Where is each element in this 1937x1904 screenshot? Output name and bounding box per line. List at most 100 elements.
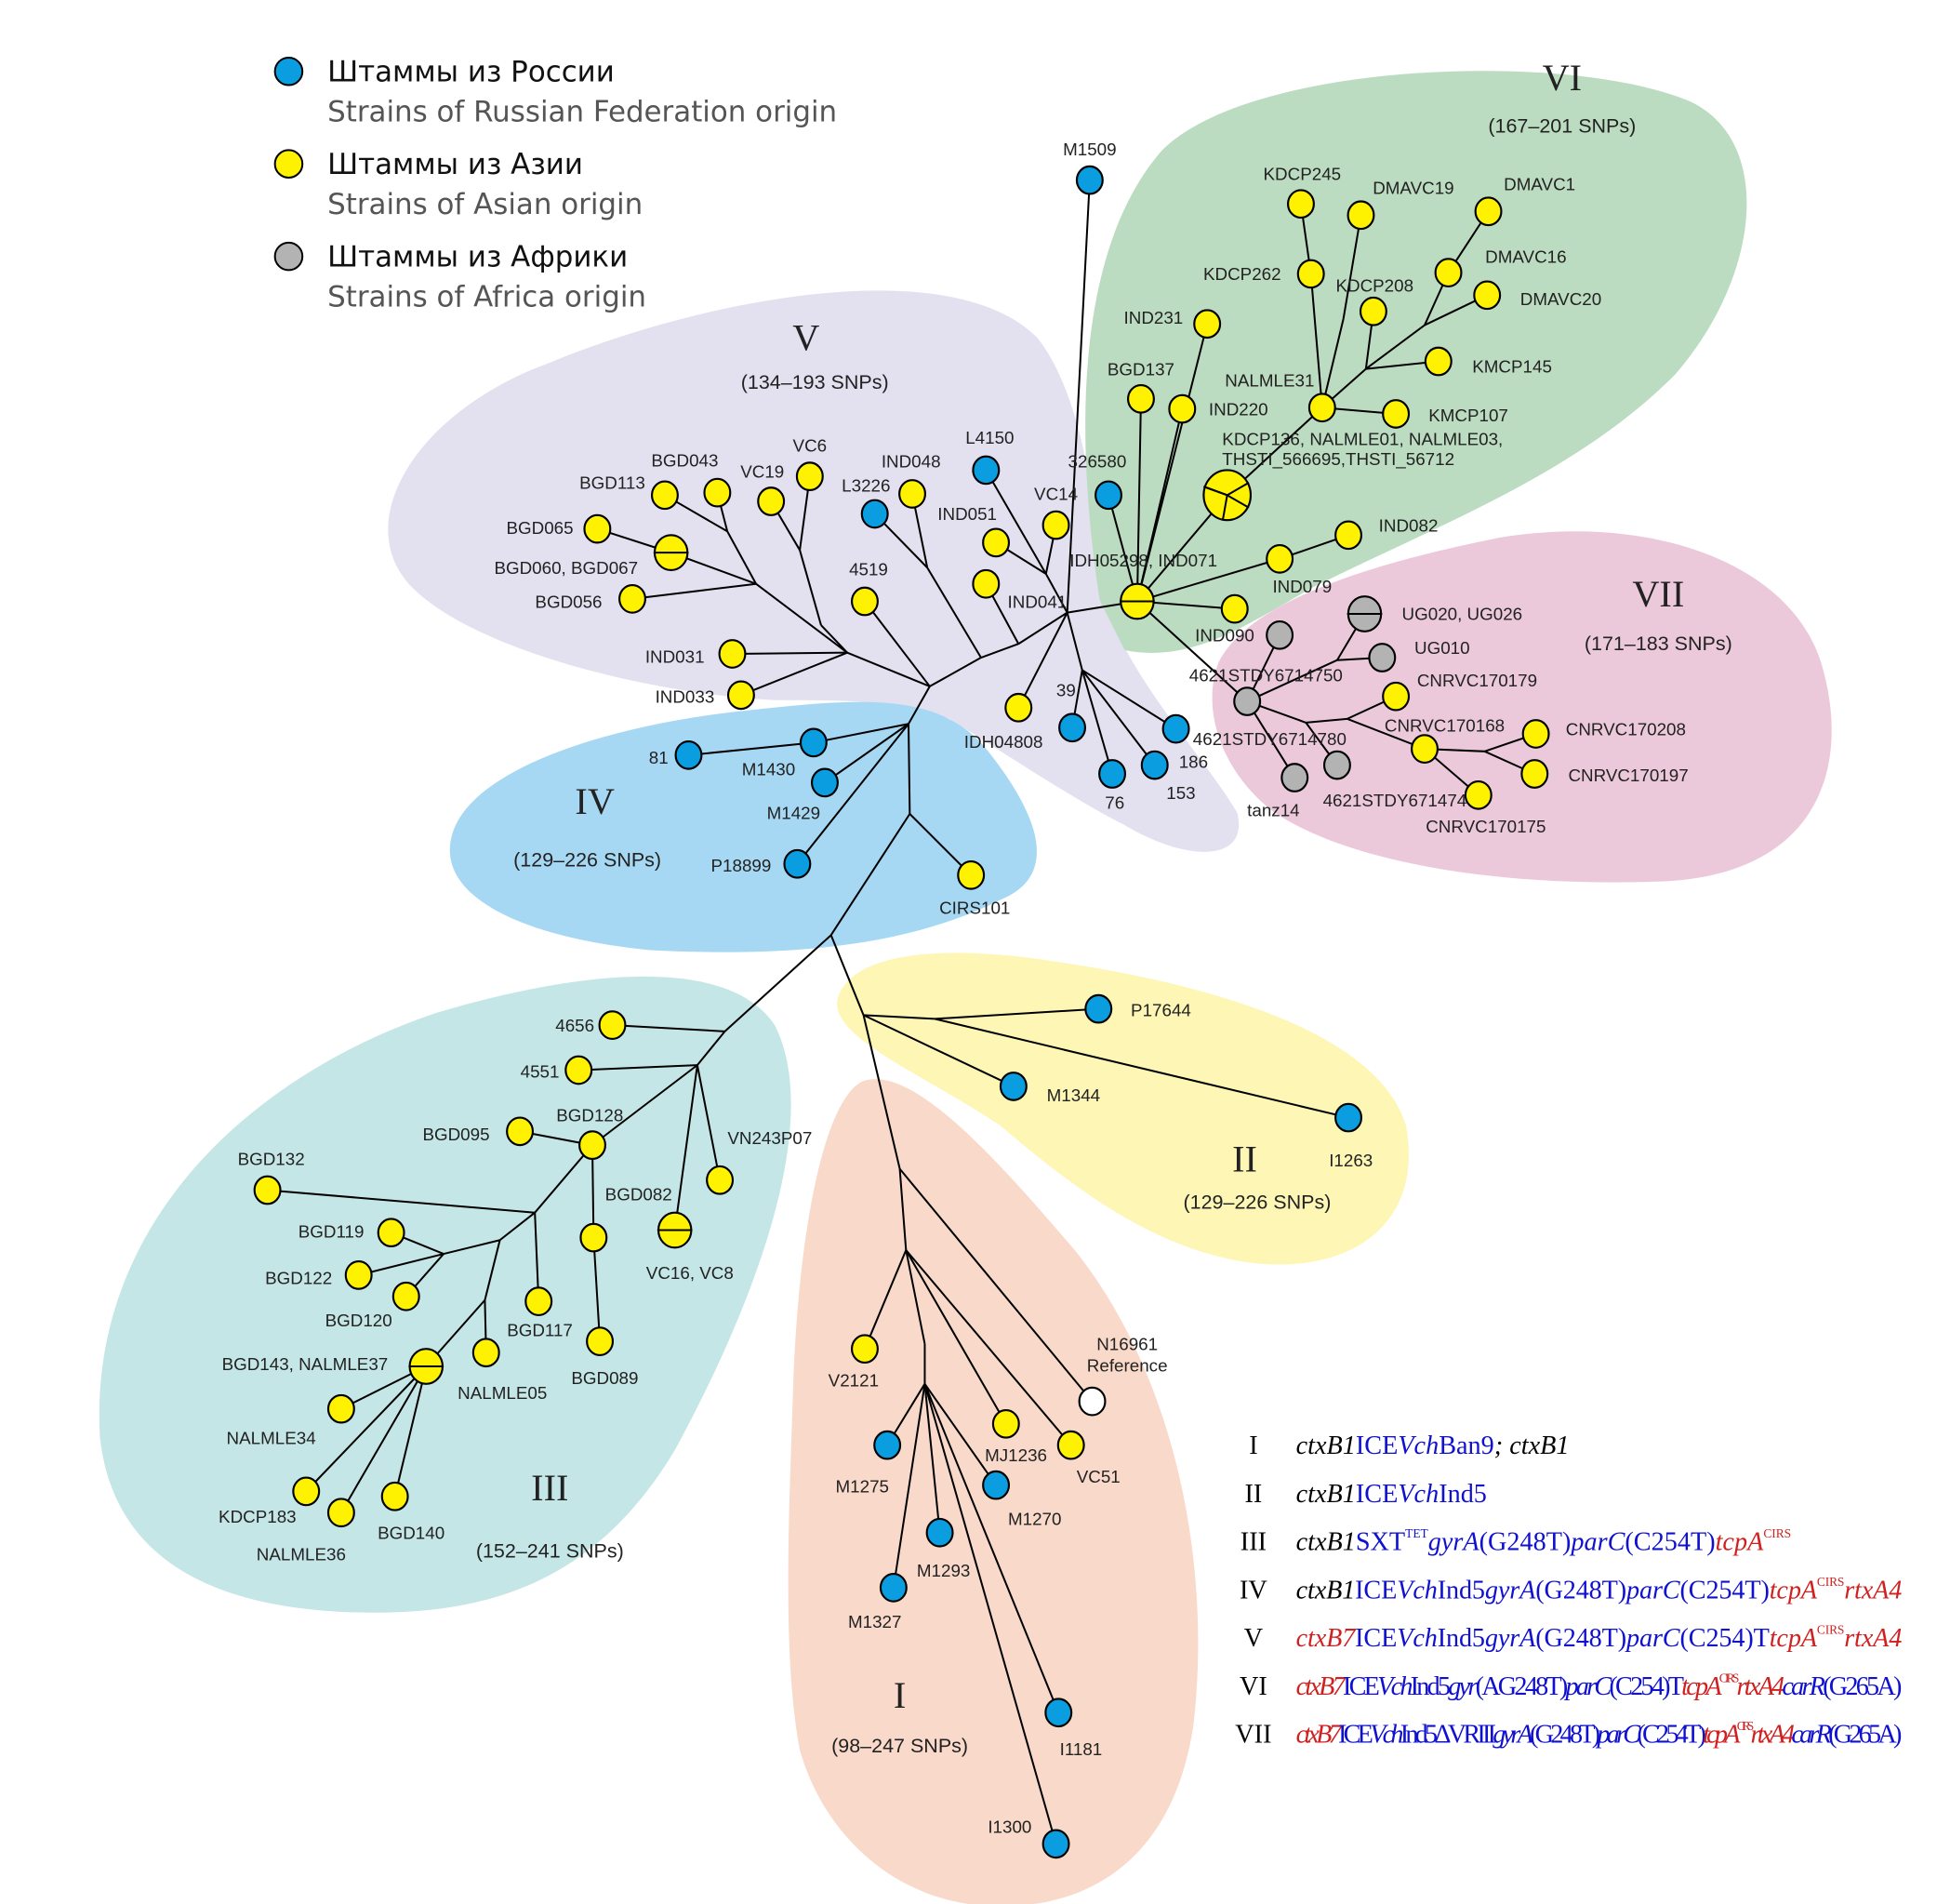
africa-strain-marker[interactable] <box>1280 763 1309 792</box>
strain-node[interactable]: IND220 <box>1168 393 1268 424</box>
strain-node[interactable]: VC16, VC8 <box>646 1211 734 1283</box>
strain-node[interactable]: BGD122 <box>265 1260 373 1290</box>
strain-node[interactable]: BGD056 <box>535 583 646 614</box>
asia-strain-marker[interactable] <box>1359 296 1387 326</box>
strain-node[interactable]: V2121 <box>829 1334 879 1390</box>
strain-node[interactable]: BGD113 <box>579 473 679 511</box>
strain-node[interactable]: NALMLE36 <box>257 1498 355 1564</box>
asia-strain-marker[interactable] <box>898 479 926 509</box>
strain-node[interactable]: M1429 <box>767 767 839 823</box>
strain-node[interactable]: IND082 <box>1334 515 1438 551</box>
strain-node[interactable]: 4656 <box>555 1010 627 1040</box>
strain-node[interactable]: M1293 <box>917 1517 970 1580</box>
strain-node[interactable]: BGD140 <box>378 1481 444 1542</box>
russia-strain-marker[interactable] <box>783 848 812 879</box>
asia-strain-marker[interactable] <box>726 680 755 711</box>
asia-strain-marker[interactable] <box>618 583 646 614</box>
russia-strain-marker[interactable] <box>810 767 839 798</box>
russia-strain-marker[interactable] <box>879 1573 908 1603</box>
strain-node[interactable]: BGD119 <box>299 1218 405 1248</box>
strain-node[interactable]: CIRS101 <box>939 859 1010 918</box>
strain-node[interactable]: 4551 <box>521 1055 593 1085</box>
asia-strain-marker[interactable] <box>1434 258 1463 287</box>
russia-strain-marker[interactable] <box>1161 713 1190 744</box>
asia-strain-marker[interactable] <box>1382 681 1411 712</box>
strain-node[interactable]: BGD060, BGD067 <box>494 534 689 578</box>
strain-node[interactable]: DMAVC1 <box>1474 174 1575 227</box>
strain-node[interactable]: DMAVC19 <box>1347 178 1454 231</box>
strain-node[interactable]: 4621STDY6714780 <box>1193 686 1347 749</box>
asia-strain-marker[interactable] <box>471 1338 500 1368</box>
strain-node[interactable]: KDCP208 <box>1335 275 1413 326</box>
strain-node[interactable]: IND048 <box>882 452 941 509</box>
strain-node[interactable]: CNRVC170175 <box>1426 779 1546 836</box>
strain-node[interactable]: IND041 <box>972 568 1067 611</box>
strain-node[interactable]: VC19 <box>740 462 786 516</box>
strain-node[interactable]: IDH05298, IND071 <box>1069 551 1217 620</box>
africa-strain-marker[interactable] <box>1266 619 1294 650</box>
strain-node[interactable]: IDH04808 <box>964 692 1043 752</box>
russia-strain-marker[interactable] <box>1084 993 1113 1024</box>
strain-node[interactable]: 153 <box>1140 750 1196 803</box>
strain-node[interactable]: VC14 <box>1034 485 1078 540</box>
asia-strain-marker[interactable] <box>1193 309 1222 340</box>
strain-node[interactable]: M1344 <box>999 1072 1100 1105</box>
strain-node[interactable]: KDCP136, NALMLE01, NALMLE03,THSTI_566695… <box>1202 430 1503 522</box>
asia-strain-marker[interactable] <box>391 1281 420 1311</box>
asia-strain-marker[interactable] <box>1296 259 1325 289</box>
asia-strain-marker[interactable] <box>1411 734 1439 764</box>
strain-node[interactable]: MJ1236 <box>985 1408 1047 1465</box>
strain-node[interactable]: VC6 <box>793 435 828 492</box>
asia-strain-marker[interactable] <box>292 1476 321 1507</box>
asia-strain-marker[interactable] <box>850 1334 879 1365</box>
asia-strain-marker[interactable] <box>1474 196 1503 227</box>
strain-node[interactable]: I1300 <box>988 1817 1070 1859</box>
asia-strain-marker[interactable] <box>506 1116 535 1147</box>
strain-node[interactable]: L3226 <box>842 475 890 529</box>
strain-node[interactable]: BGD082 <box>579 1184 672 1253</box>
strain-node[interactable]: IND231 <box>1124 308 1222 340</box>
strain-node[interactable]: 186 <box>1161 713 1208 771</box>
asia-strain-marker[interactable] <box>1424 346 1453 377</box>
strain-node[interactable]: M1430 <box>742 727 828 779</box>
russia-strain-marker[interactable] <box>1334 1102 1363 1133</box>
strain-node[interactable]: DMAVC20 <box>1473 280 1601 311</box>
strain-node[interactable]: NALMLE34 <box>227 1393 355 1447</box>
asia-strain-marker[interactable] <box>795 461 824 492</box>
strain-node[interactable]: 4519 <box>849 559 888 617</box>
africa-strain-marker[interactable] <box>1322 750 1351 780</box>
strain-node[interactable]: KMCP145 <box>1424 346 1552 377</box>
strain-node[interactable]: CNRVC170168 <box>1385 715 1505 764</box>
strain-node[interactable]: VN243P07 <box>706 1128 812 1195</box>
strain-node[interactable]: L4150 <box>965 428 1014 486</box>
asia-strain-marker[interactable] <box>253 1175 282 1205</box>
russia-strain-marker[interactable] <box>925 1517 954 1548</box>
asia-strain-marker[interactable] <box>380 1481 409 1511</box>
strain-node[interactable]: P18899 <box>711 848 812 879</box>
strain-node[interactable]: M1327 <box>848 1573 908 1631</box>
strain-node[interactable]: BGD143, NALMLE37 <box>222 1348 444 1385</box>
reference-strain-marker[interactable] <box>1078 1386 1107 1417</box>
asia-strain-marker[interactable] <box>1473 280 1502 311</box>
strain-node[interactable]: BGD089 <box>571 1326 638 1388</box>
strain-node[interactable]: KDCP183 <box>219 1476 321 1526</box>
strain-node[interactable]: BGD137 <box>1108 359 1174 414</box>
strain-node[interactable]: UG020, UG026 <box>1347 595 1522 632</box>
asia-strain-marker[interactable] <box>598 1010 627 1040</box>
asia-strain-marker[interactable] <box>377 1218 405 1248</box>
russia-strain-marker[interactable] <box>1075 165 1104 195</box>
asia-strain-marker[interactable] <box>326 1393 355 1424</box>
asia-strain-marker[interactable] <box>1334 520 1363 551</box>
strain-node[interactable]: BGD128 <box>556 1106 623 1160</box>
russia-strain-marker[interactable] <box>799 727 828 758</box>
asia-strain-marker[interactable] <box>757 486 786 516</box>
strain-node[interactable]: 4621STDY6714749 <box>1322 750 1477 810</box>
russia-strain-marker[interactable] <box>1044 1698 1073 1728</box>
strain-node[interactable]: KMCP107 <box>1382 399 1508 429</box>
strain-node[interactable]: CNRVC170197 <box>1520 759 1689 789</box>
strain-node[interactable]: UG010 <box>1368 638 1470 672</box>
strain-node[interactable]: IND079 <box>1266 543 1332 596</box>
strain-node[interactable]: BGD043 <box>651 450 732 508</box>
asia-strain-marker[interactable] <box>991 1408 1020 1439</box>
asia-strain-marker[interactable] <box>1347 200 1375 231</box>
